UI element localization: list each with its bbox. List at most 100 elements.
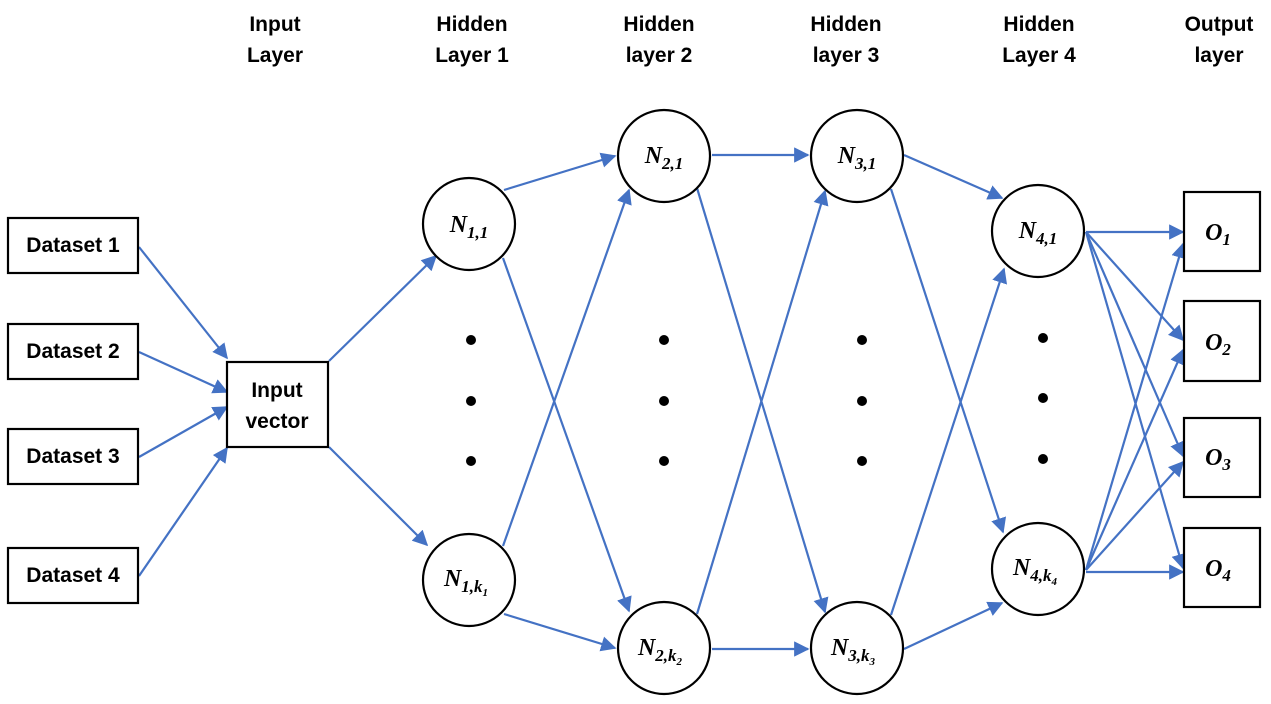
dataset-1-box bbox=[6, 216, 140, 275]
neuron-3-k3 bbox=[809, 600, 905, 696]
neuron-4-1-label: N4,1 bbox=[1018, 218, 1058, 248]
edge-n4k-o3 bbox=[1085, 460, 1185, 571]
dataset-3-box bbox=[6, 427, 140, 486]
dots-layer2-1 bbox=[659, 335, 669, 345]
neuron-1-1-sub: 1,1 bbox=[467, 223, 488, 242]
output-4-base: O bbox=[1205, 556, 1222, 582]
output-1-label: O1 bbox=[1205, 220, 1231, 249]
neuron-4-1 bbox=[990, 183, 1086, 279]
neuron-1-k1-subvar: k bbox=[474, 577, 483, 596]
ellipsis-dots bbox=[466, 333, 1048, 466]
neuron-4-1-sub: 4,1 bbox=[1035, 229, 1057, 248]
dots-layer1-3 bbox=[466, 456, 476, 466]
output-1-box bbox=[1182, 190, 1262, 273]
header-hidden-4-line1: Hidden bbox=[1003, 13, 1074, 36]
output-4-sub: 4 bbox=[1221, 566, 1231, 585]
column-headers: Input Layer Hidden Layer 1 Hidden layer … bbox=[247, 13, 1253, 67]
header-input-layer-line2: Layer bbox=[247, 44, 303, 67]
dots-layer1-2 bbox=[466, 396, 476, 406]
output-2-label: O2 bbox=[1205, 330, 1231, 359]
dataset-1-label: Dataset 1 bbox=[26, 234, 120, 257]
neuron-2-1-label: N2,1 bbox=[644, 143, 684, 173]
header-hidden-3-line2: layer 3 bbox=[813, 44, 880, 67]
neuron-2-1 bbox=[616, 108, 712, 204]
header-hidden-1-line2: Layer 1 bbox=[435, 44, 509, 67]
dataset-2-label: Dataset 2 bbox=[26, 340, 119, 363]
edge-dataset3-input bbox=[138, 406, 229, 458]
neuron-2-k2-subvar-sub: 2 bbox=[676, 656, 683, 668]
neuron-4-k4-subvar: k bbox=[1043, 566, 1052, 585]
output-3-box bbox=[1182, 416, 1262, 499]
dots-layer4-1 bbox=[1038, 333, 1048, 343]
neuron-3-k3-label: N3,k3 bbox=[830, 635, 876, 668]
neuron-1-1-label: N1,1 bbox=[449, 212, 489, 242]
dots-layer1-1 bbox=[466, 335, 476, 345]
edge-n31-n41 bbox=[903, 153, 1004, 200]
header-output-layer-line1: Output bbox=[1185, 13, 1254, 36]
neuron-3-1-sub: 3,1 bbox=[854, 154, 876, 173]
neuron-4-1-base: N bbox=[1018, 218, 1038, 244]
dots-layer3-1 bbox=[857, 335, 867, 345]
neuron-4-k4-sub: 4, bbox=[1029, 566, 1043, 585]
edge-n3k-n41 bbox=[889, 267, 1008, 616]
output-3-base: O bbox=[1205, 445, 1222, 471]
dots-layer3-2 bbox=[857, 396, 867, 406]
input-vector: Input vector bbox=[225, 360, 330, 449]
neuron-3-k3-sub: 3, bbox=[847, 646, 861, 665]
neuron-2-1-base: N bbox=[644, 143, 664, 169]
input-vector-label-line2: vector bbox=[245, 410, 308, 433]
edge-n41-o2 bbox=[1085, 231, 1185, 342]
neuron-2-k2-base: N bbox=[637, 635, 657, 661]
neuron-1-k1-base: N bbox=[443, 566, 463, 592]
neuron-4-k4-subvar-sub: 4 bbox=[1051, 576, 1058, 588]
edge-input-n11 bbox=[328, 254, 438, 362]
dots-layer3-3 bbox=[857, 456, 867, 466]
output-3-label: O3 bbox=[1205, 445, 1231, 474]
neuron-4-k4-base: N bbox=[1012, 555, 1032, 581]
edge-n11-n2k bbox=[501, 257, 632, 613]
edge-dataset2-input bbox=[138, 350, 229, 394]
neurons: N1,1 N1,k1 N2,1 N2,k2 N3,1 N3,k3 N4,1 bbox=[421, 108, 1086, 696]
neuron-3-k3-subvar: k bbox=[861, 646, 870, 665]
edges bbox=[138, 147, 1187, 657]
neuron-4-k4-label: N4,k4 bbox=[1012, 555, 1058, 588]
dots-layer2-3 bbox=[659, 456, 669, 466]
neuron-3-1 bbox=[809, 108, 905, 204]
output-2-sub: 2 bbox=[1221, 340, 1231, 359]
neuron-1-1 bbox=[421, 176, 517, 272]
neuron-1-k1-label: N1,k1 bbox=[443, 566, 488, 599]
dataset-2-box bbox=[6, 322, 140, 381]
header-hidden-2-line1: Hidden bbox=[623, 13, 694, 36]
edge-n2k-n31 bbox=[695, 189, 829, 615]
dots-layer4-2 bbox=[1038, 393, 1048, 403]
header-input-layer-line1: Input bbox=[249, 13, 300, 36]
output-boxes: O1 O2 O3 O4 bbox=[1182, 190, 1262, 609]
dataset-4-box bbox=[6, 546, 140, 605]
output-4-label: O4 bbox=[1205, 556, 1231, 585]
edge-n1k-n2k bbox=[503, 612, 617, 652]
neuron-4-k4 bbox=[990, 521, 1086, 617]
output-3-sub: 3 bbox=[1221, 455, 1231, 474]
neuron-1-k1 bbox=[421, 532, 517, 628]
neuron-1-k1-sub: 1, bbox=[461, 577, 474, 596]
input-vector-box bbox=[225, 360, 330, 449]
neuron-1-1-base: N bbox=[449, 212, 469, 238]
output-2-base: O bbox=[1205, 330, 1222, 356]
edge-dataset4-input bbox=[138, 446, 228, 577]
edge-n11-n21 bbox=[503, 152, 617, 192]
edge-n41-o4 bbox=[1084, 231, 1187, 570]
edge-n1k-n21 bbox=[501, 188, 632, 547]
neuron-2-k2-label: N2,k2 bbox=[637, 635, 683, 668]
output-1-sub: 1 bbox=[1222, 230, 1231, 249]
edge-dataset1-input bbox=[138, 246, 228, 360]
neuron-2-k2 bbox=[616, 600, 712, 696]
neuron-3-1-base: N bbox=[837, 143, 857, 169]
edge-input-n1k bbox=[328, 446, 429, 547]
neuron-2-1-sub: 2,1 bbox=[661, 154, 683, 173]
neuron-3-1-label: N3,1 bbox=[837, 143, 877, 173]
edge-n3k-n4k bbox=[903, 601, 1004, 650]
neuron-1-k1-subvar-sub: 1 bbox=[483, 587, 489, 599]
header-output-layer-line2: layer bbox=[1194, 44, 1243, 67]
edge-n31-n4k bbox=[889, 188, 1007, 534]
header-hidden-4-line2: Layer 4 bbox=[1002, 44, 1076, 67]
